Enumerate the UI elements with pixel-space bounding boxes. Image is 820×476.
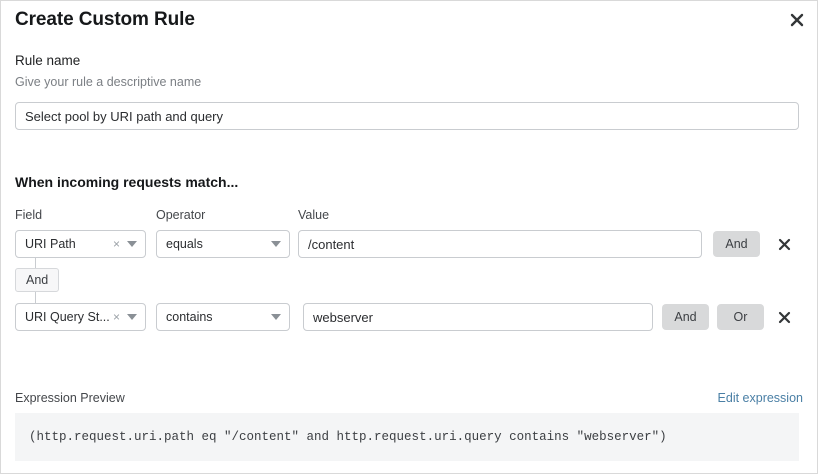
chevron-down-icon: [271, 241, 281, 247]
condition-operator-select-2[interactable]: contains: [156, 303, 290, 331]
condition-field-value-1: URI Path: [25, 237, 76, 251]
delete-condition-row-2[interactable]: [775, 308, 793, 326]
connector-line-bottom: [35, 292, 36, 304]
condition-operator-value-2: contains: [166, 310, 213, 324]
chevron-down-icon: [127, 241, 137, 247]
rule-name-hint: Give your rule a descriptive name: [15, 75, 202, 89]
close-icon[interactable]: [786, 9, 808, 31]
rule-name-label: Rule name: [15, 53, 81, 68]
condition-field-select-2[interactable]: URI Query St... ×: [15, 303, 146, 331]
expression-preview-label: Expression Preview: [15, 391, 125, 405]
clear-icon[interactable]: ×: [112, 237, 120, 251]
connector-line-top: [35, 258, 36, 268]
expression-preview-text: (http.request.uri.path eq "/content" and…: [29, 430, 667, 444]
edit-expression-link[interactable]: Edit expression: [717, 391, 803, 405]
add-or-button-2[interactable]: Or: [717, 304, 764, 330]
column-header-value: Value: [298, 208, 330, 222]
clear-icon[interactable]: ×: [112, 310, 120, 324]
group-connector-and[interactable]: And: [15, 268, 60, 292]
condition-value-input-2[interactable]: [303, 303, 653, 331]
delete-condition-row-1[interactable]: [775, 235, 793, 253]
conditions-heading: When incoming requests match...: [15, 174, 239, 190]
condition-value-input-1[interactable]: [298, 230, 702, 258]
chevron-down-icon: [271, 314, 281, 320]
condition-field-select-1[interactable]: URI Path ×: [15, 230, 146, 258]
column-header-operator: Operator: [156, 208, 206, 222]
add-and-button-2[interactable]: And: [662, 304, 709, 330]
rule-name-input[interactable]: [15, 102, 799, 130]
condition-operator-select-1[interactable]: equals: [156, 230, 290, 258]
page-title: Create Custom Rule: [15, 9, 195, 30]
add-and-button-1[interactable]: And: [713, 231, 760, 257]
expression-preview-box: (http.request.uri.path eq "/content" and…: [15, 413, 799, 461]
chevron-down-icon: [127, 314, 137, 320]
column-header-field: Field: [15, 208, 43, 222]
condition-operator-value-1: equals: [166, 237, 203, 251]
condition-field-value-2: URI Query St...: [25, 310, 110, 324]
